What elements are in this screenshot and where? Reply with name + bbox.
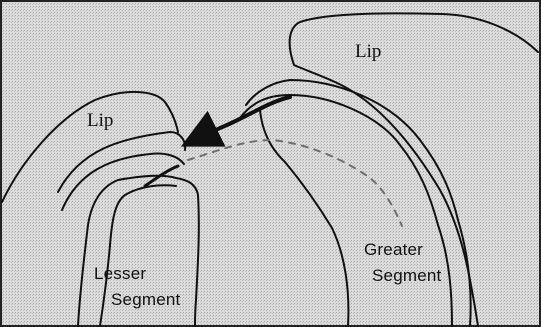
label-lip-upper-right: Lip [355, 41, 381, 63]
label-greater-segment-line1: Greater [364, 240, 423, 260]
label-lesser-segment-line2: Segment [111, 290, 180, 310]
label-lip-left: Lip [87, 110, 113, 132]
label-greater-segment-line2: Segment [372, 266, 441, 286]
label-lesser-segment-line1: Lesser [94, 264, 146, 284]
